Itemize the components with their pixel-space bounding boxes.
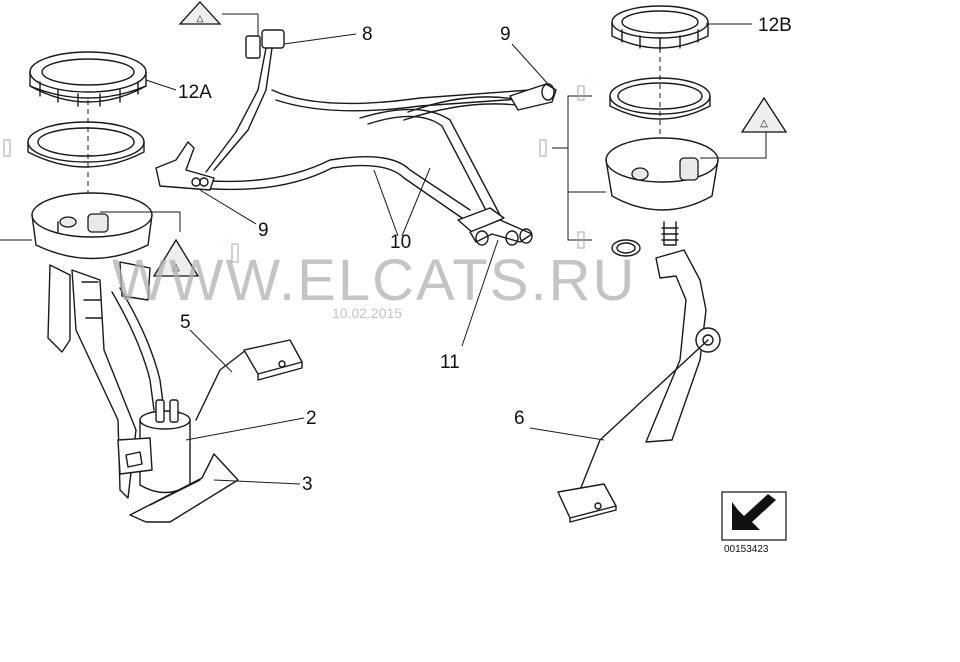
- lock-ring-12b: [611, 5, 709, 51]
- callout-8: 8: [362, 24, 373, 45]
- callout-3: 3: [302, 474, 313, 495]
- warning-triangle-icon: △: [178, 1, 222, 25]
- svg-text:△: △: [172, 262, 180, 273]
- watermark-date: 10.02.2015: [332, 305, 402, 321]
- callout-12a: 12A: [178, 82, 212, 103]
- callout-9-top: 9: [500, 24, 511, 45]
- grouping-bracket: [3, 85, 606, 263]
- wiring-harness-8-10: [155, 29, 557, 246]
- lock-ring-12a: [29, 51, 147, 107]
- watermark-text: WWW.ELCATS.RU: [112, 248, 636, 313]
- callout-10: 10: [390, 232, 411, 253]
- svg-text:△: △: [197, 13, 204, 23]
- pump-carrier-left: [47, 261, 303, 499]
- reference-box: 00153423: [721, 491, 787, 555]
- warning-triangle-icon: △: [740, 96, 788, 133]
- warning-triangle-icon: △: [152, 238, 200, 277]
- seal-ring-left: [27, 121, 145, 168]
- level-sender-6: [557, 221, 721, 523]
- leader-lines: [0, 13, 767, 485]
- callout-2: 2: [306, 408, 317, 429]
- pump-flange-left: [31, 192, 153, 260]
- sender-flange-right: [605, 137, 719, 211]
- callout-9-mid: 9: [258, 220, 269, 241]
- o-ring-small: [611, 239, 641, 257]
- svg-text:△: △: [760, 118, 768, 129]
- callout-12b: 12B: [758, 15, 792, 36]
- reference-number: 00153423: [724, 544, 769, 555]
- callout-11: 11: [440, 352, 460, 373]
- callout-5: 5: [180, 312, 191, 333]
- strainer-filter-3: [129, 453, 239, 523]
- callout-6: 6: [514, 408, 525, 429]
- direction-arrow-icon: [732, 494, 776, 530]
